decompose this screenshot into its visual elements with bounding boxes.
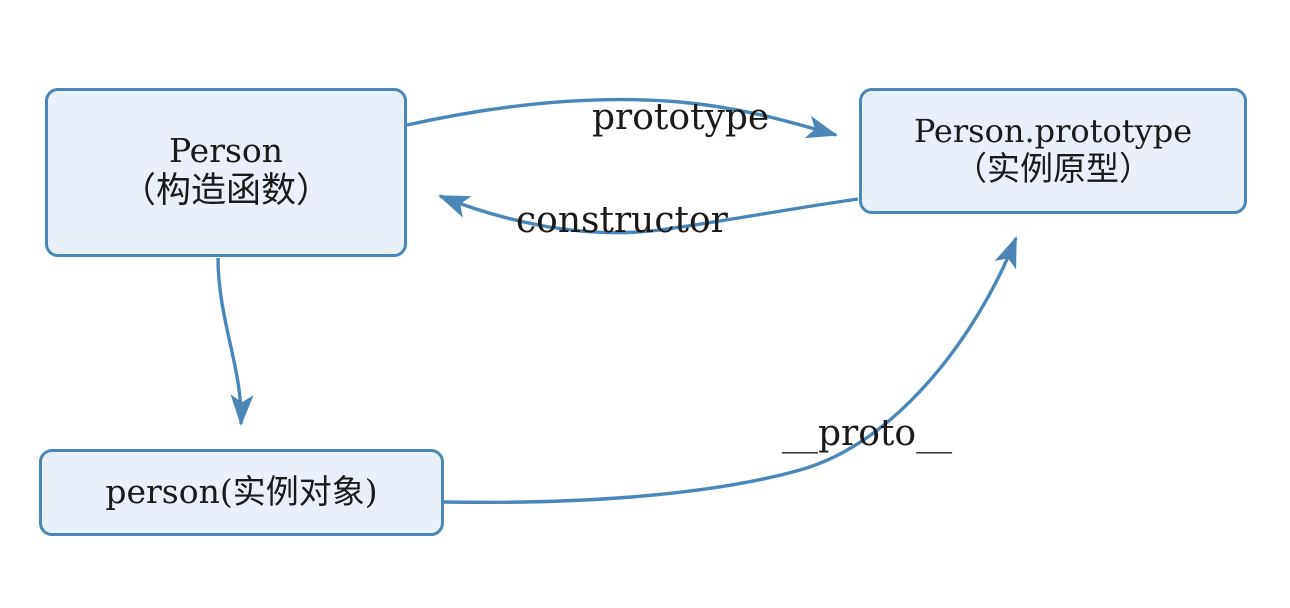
edge-label-constructor: constructor xyxy=(516,200,728,241)
node-person-constructor[interactable]: Person （构造函数） xyxy=(45,88,407,257)
node-person-instance[interactable]: person(实例对象) xyxy=(39,449,444,536)
edge-constructor-line xyxy=(438,194,859,235)
edge-prototype-line xyxy=(406,97,838,139)
edge-label-proto: __proto__ xyxy=(782,413,953,454)
node-person-prototype-subtitle: （实例原型） xyxy=(954,148,1152,188)
edge-new-instance-line xyxy=(216,257,254,427)
edge-label-prototype: prototype xyxy=(592,97,770,138)
node-person-constructor-title: Person xyxy=(168,131,284,171)
edge-proto-line xyxy=(443,236,1018,505)
node-person-prototype[interactable]: Person.prototype （实例原型） xyxy=(859,88,1247,214)
node-person-constructor-subtitle: （构造函数） xyxy=(120,171,331,212)
node-person-prototype-title: Person.prototype xyxy=(913,112,1193,151)
node-person-instance-title: person(实例对象) xyxy=(105,472,378,512)
